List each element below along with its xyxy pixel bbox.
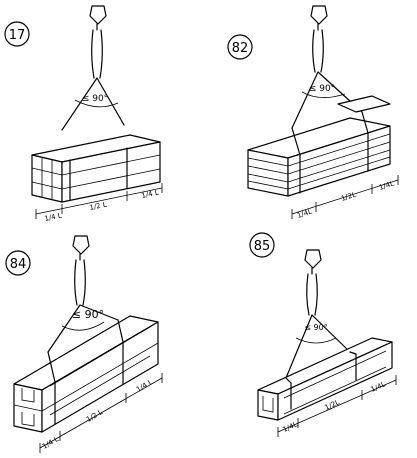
figure-17: 17 ≤ 90° 1/4 L 1/2 L 1/4 L bbox=[4, 5, 163, 223]
figure-82: 82 ≤ 90° 1/4L 1/2L 1/4L bbox=[227, 5, 399, 220]
figure-85-i-beam bbox=[257, 337, 393, 421]
figure-17-angle-label: ≤ 90° bbox=[82, 94, 108, 104]
figure-82-number-circle bbox=[227, 34, 253, 60]
figure-82-plank-stack bbox=[247, 95, 391, 197]
figure-17-dim-quarter-left: 1/4 L bbox=[44, 211, 63, 222]
figure-17-dimension-line bbox=[35, 183, 163, 219]
figure-85-sling bbox=[285, 273, 351, 379]
figure-17-dim-quarter-right: 1/4 L bbox=[141, 188, 160, 199]
figure-82-dim-quarter-left: 1/4L bbox=[296, 208, 313, 220]
figure-17-dim-half: 1/2 L bbox=[89, 200, 108, 211]
figure-17-number-circle bbox=[4, 21, 30, 47]
figure-82-angle-label: ≤ 90° bbox=[309, 84, 335, 94]
figure-85: 85 ≤ 90° 1/4L 1/2L 1/4L bbox=[249, 232, 397, 437]
figure-84-number-circle bbox=[5, 250, 31, 276]
figure-17-sling bbox=[61, 29, 125, 131]
figure-85-dim-quarter-right: 1/4L bbox=[370, 380, 387, 394]
figure-85-dim-quarter-left: 1/4L bbox=[282, 420, 299, 434]
figure-84-dim-quarter-right: 1/4 L bbox=[135, 378, 154, 394]
figure-17-number: 17 bbox=[9, 28, 26, 43]
figure-84-angle-label: ≤ 90° bbox=[72, 308, 104, 321]
figure-85-dim-half: 1/2L bbox=[324, 398, 341, 412]
figure-85-dimension-line bbox=[277, 375, 397, 437]
figure-84-beam-bundle bbox=[13, 315, 159, 433]
figure-82-dim-half: 1/2L bbox=[340, 191, 357, 203]
figure-85-angle-label: ≤ 90° bbox=[304, 323, 327, 332]
figure-84-dimension-line bbox=[39, 373, 163, 453]
figure-82-crane-hook bbox=[310, 5, 328, 31]
figure-17-timber-bundle bbox=[31, 134, 161, 203]
figure-85-number: 85 bbox=[254, 239, 271, 254]
figure-82-number: 82 bbox=[232, 41, 249, 56]
figure-84-number: 84 bbox=[10, 257, 27, 272]
figure-85-crane-hook bbox=[304, 249, 322, 275]
figure-82-dimension-line bbox=[291, 175, 399, 219]
figure-82-sling bbox=[291, 29, 363, 129]
figure-84-sling bbox=[47, 259, 119, 353]
figure-84-crane-hook bbox=[72, 235, 90, 261]
figure-85-number-circle bbox=[249, 232, 275, 258]
figure-82-dim-quarter-right: 1/4L bbox=[378, 180, 395, 192]
figure-84-dim-quarter-left: 1/4 L bbox=[41, 435, 60, 451]
figure-17-crane-hook bbox=[89, 5, 107, 31]
figure-84-dim-half: 1/2 L bbox=[85, 408, 104, 424]
figure-84: 84 ≤ 90° 1/4 L 1/2 L 1/4 L bbox=[5, 235, 163, 453]
